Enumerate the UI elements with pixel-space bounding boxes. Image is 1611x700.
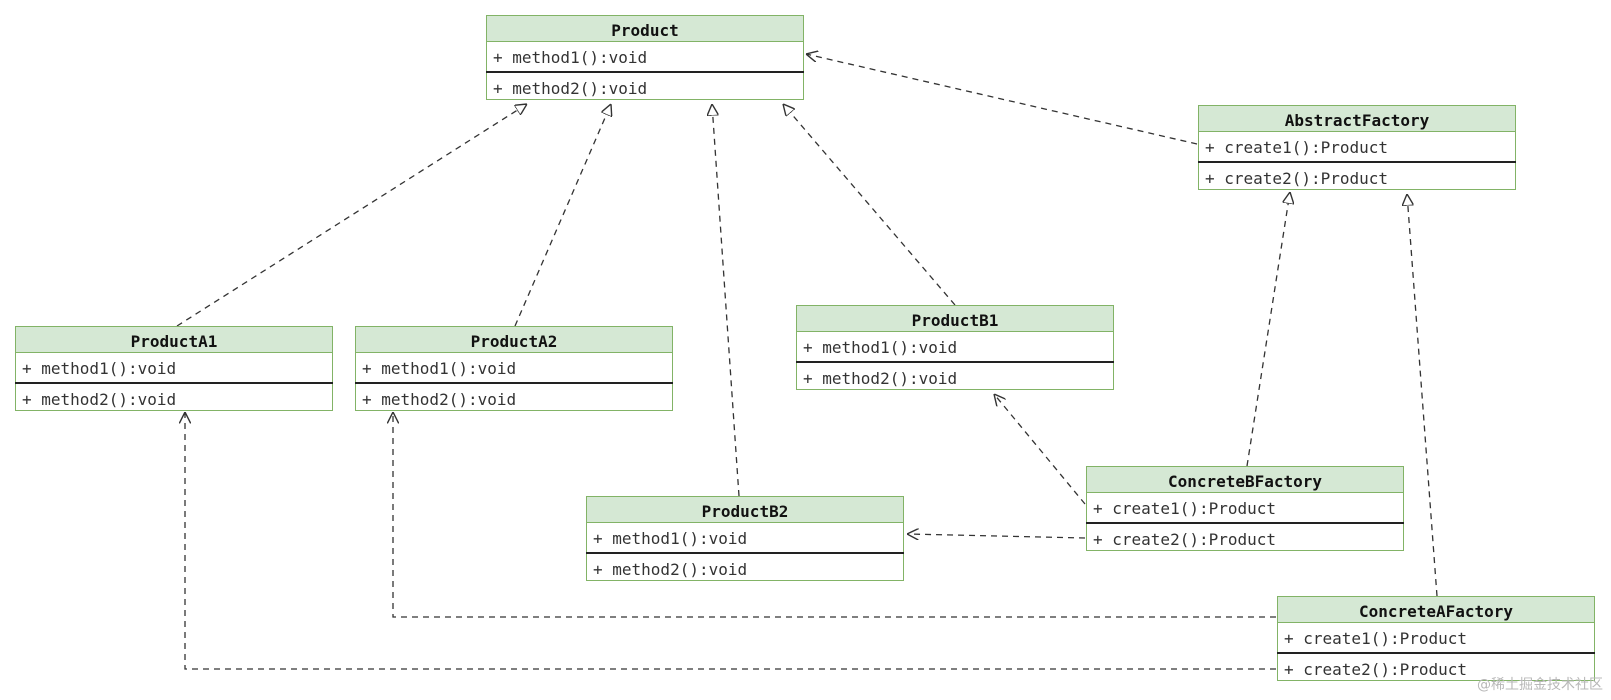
divider [486,71,804,73]
method-row: + create1():Product [1205,138,1389,157]
method-row: + create2():Product [1284,660,1468,679]
class-name: ProductA2 [356,327,672,353]
method-row: + method2():void [803,369,958,388]
edge-a2-product [514,104,611,327]
method-row: + method1():void [22,359,177,378]
edge-caf-a1 [185,412,1276,670]
edge-b2-product [712,104,740,497]
method-row: + method2():void [22,390,177,409]
class-name: ProductB1 [797,306,1113,332]
class-name: ProductB2 [587,497,903,523]
method-row: + method2():void [362,390,517,409]
method-row: + method1():void [803,338,958,357]
divider [15,382,333,384]
class-productb2[interactable]: ProductB2 + method1():void + method2():v… [586,496,904,581]
edge-cbf-abstract [1246,192,1290,467]
method-row: + method2():void [493,79,648,98]
class-name: ConcreteBFactory [1087,467,1403,493]
edge-b1-product [783,104,956,306]
edge-abstract-product [806,54,1198,145]
class-name: ProductA1 [16,327,332,353]
class-producta2[interactable]: ProductA2 + method1():void + method2():v… [355,326,673,411]
method-row: + method1():void [362,359,517,378]
class-name: ConcreteAFactory [1278,597,1594,623]
divider [355,382,673,384]
class-concretebfactory[interactable]: ConcreteBFactory + create1():Product + c… [1086,466,1404,551]
divider [1277,652,1595,654]
class-name: Product [487,16,803,42]
divider [1198,161,1516,163]
class-product[interactable]: Product + method1():void + method2():voi… [486,15,804,100]
method-row: + method1():void [593,529,748,548]
method-row: + method1():void [493,48,648,67]
class-name: AbstractFactory [1199,106,1515,132]
class-abstractfactory[interactable]: AbstractFactory + create1():Product + cr… [1198,105,1516,190]
method-row: + create2():Product [1205,169,1389,188]
edge-cbf-b1 [994,394,1086,505]
method-row: + method2():void [593,560,748,579]
class-concreteafactory[interactable]: ConcreteAFactory + create1():Product + c… [1277,596,1595,681]
edge-caf-abstract [1407,194,1438,597]
method-row: + create1():Product [1284,629,1468,648]
edge-a1-product [176,104,527,327]
edge-cbf-b2 [907,534,1086,538]
class-productb1[interactable]: ProductB1 + method1():void + method2():v… [796,305,1114,390]
method-row: + create1():Product [1093,499,1277,518]
watermark: @稀土掘金技术社区 [1477,677,1603,693]
divider [586,552,904,554]
divider [796,361,1114,363]
class-producta1[interactable]: ProductA1 + method1():void + method2():v… [15,326,333,411]
method-row: + create2():Product [1093,530,1277,549]
edge-caf-a2 [393,412,1276,618]
divider [1086,522,1404,524]
